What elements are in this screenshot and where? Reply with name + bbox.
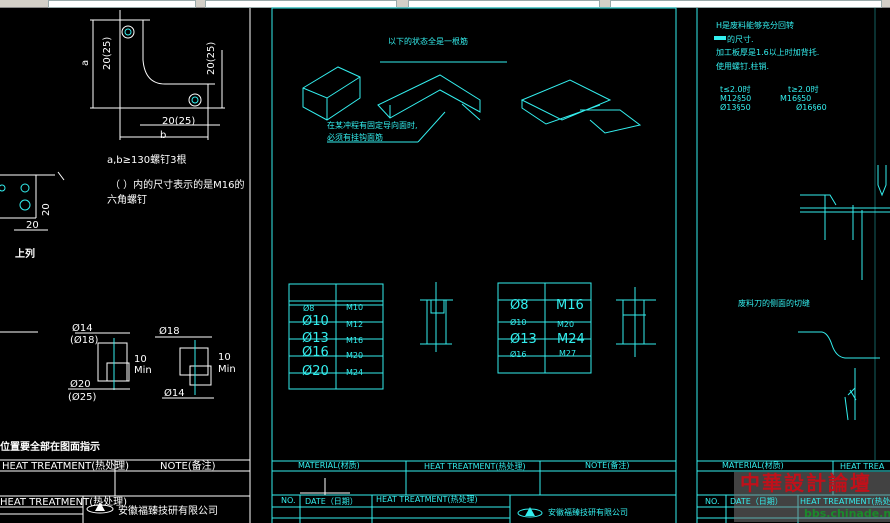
table-cell: M12 — [346, 320, 363, 329]
note-line: 加工板厚是1.6以上时加背托. — [716, 47, 819, 57]
hole2-depth: 10 — [218, 352, 231, 363]
hole1-top-dim: Ø14 — [72, 322, 93, 334]
company-logo-icon — [525, 507, 535, 516]
tb-material: MATERIAL(材质) — [298, 460, 360, 470]
note-line: 使用螺钉.柱销. — [716, 61, 769, 71]
tb-no: NO. — [705, 497, 720, 506]
table-cell: Ø13 — [510, 332, 537, 347]
tb-heat-treatment: HEAT TREATMENT(热处理) — [424, 461, 526, 471]
note-screws: a,b≥130螺钉3根 — [107, 153, 186, 166]
tb-heat-treatment-2: HEAT TREATMENT(热处理) — [376, 494, 478, 504]
table-cell: M20 — [557, 320, 574, 329]
tb-note: NOTE(备注) — [160, 459, 216, 472]
dim-a: a — [80, 60, 91, 66]
middle-sheet: 以下的状态全是一根筋 在某冲程有固定导向面时, 必须有挂钩面筋 Ø8 M10 Ø… — [271, 7, 677, 523]
caption: 废料刀的侧面的切缝 — [738, 298, 810, 308]
highlight-mark — [714, 36, 726, 40]
watermark: 中華設計論壇 bbs.chinade.net — [734, 472, 890, 522]
company-name: 安徽福臻技研有限公司 — [548, 507, 628, 517]
note-line: H是废料能够充分回转 — [716, 20, 794, 30]
note-parentheses: （ ）内的尺寸表示的是M16的 — [110, 178, 245, 191]
hole1-bottom-dim: Ø20 — [70, 378, 91, 390]
table-cell: Ø20 — [302, 364, 329, 379]
dim-label: 20(25) — [206, 42, 217, 75]
table-cell: M16 — [346, 336, 363, 345]
table-cell: Ø8 — [510, 298, 529, 313]
watermark-url: bbs.chinade.net — [804, 507, 890, 520]
watermark-title: 中華設計論壇 — [740, 471, 872, 495]
dim-label: 20(25) — [102, 37, 113, 70]
table-cell: Ø16 — [510, 349, 526, 359]
hole1-top-dim-alt: (Ø18) — [70, 334, 98, 346]
heading: 以下的状态全是一根筋 — [388, 36, 468, 46]
table-cell: M24 — [346, 368, 363, 377]
table-cell: Ø10 — [302, 314, 329, 329]
hole2-bottom-dim: Ø14 — [164, 387, 185, 399]
toolbar-field[interactable] — [48, 0, 196, 8]
spec: t≥2.0时 — [788, 84, 819, 94]
table-cell: M10 — [346, 303, 363, 312]
tb-no: NO. — [281, 496, 296, 505]
hole1-depth: 10 — [134, 354, 147, 365]
table-cell: M27 — [559, 349, 576, 358]
hole1-bottom-dim-alt: (Ø25) — [68, 391, 96, 403]
callout-text: 必须有挂钩面筋 — [327, 132, 383, 142]
label-top-row: 上列 — [15, 247, 35, 260]
callout-text: 在某冲程有固定导向面时, — [327, 120, 418, 130]
hole1-depth-min: Min — [134, 365, 152, 376]
tb-note: NOTE(备注) — [585, 460, 629, 470]
table-cell: Ø8 — [303, 303, 314, 313]
dim-label: 20(25) — [162, 116, 195, 127]
table-cell: M16 — [556, 298, 584, 313]
tb-date: DATE（日期） — [305, 497, 358, 506]
company-logo-icon — [95, 502, 105, 511]
table-cell: Ø13 — [302, 331, 329, 346]
spec: Ø13§50 — [720, 102, 751, 112]
table-cell: Ø10 — [510, 317, 526, 327]
spec: t≤2.0时 — [720, 84, 751, 94]
hole2-depth-min: Min — [218, 364, 236, 375]
tb-material: MATERIAL(材质) — [722, 460, 784, 470]
toolbar-field[interactable] — [610, 0, 882, 8]
spec: Ø16§60 — [796, 102, 827, 112]
table-cell: Ø16 — [302, 345, 329, 360]
company-name: 安徽福臻技研有限公司 — [118, 504, 218, 517]
left-sheet: a 20(25) 20(25) 20(25) b a,b≥130螺钉3根 （ ）… — [0, 8, 251, 523]
dim-label: 20 — [26, 220, 39, 231]
bolt-table-right: Ø8 M16 Ø10 M20 Ø13 M24 Ø16 M27 — [497, 282, 592, 374]
position-note: 位置要全部在图面指示 — [0, 440, 100, 453]
spec: M12§50 — [720, 94, 751, 103]
spec: M16§50 — [780, 94, 811, 103]
note-line: 的尺寸. — [727, 34, 754, 44]
table-cell: M24 — [557, 332, 585, 347]
table-cell: M20 — [346, 351, 363, 360]
hole2-top-dim: Ø18 — [159, 325, 180, 337]
right-sheet: H是废料能够充分回转 的尺寸. 加工板厚是1.6以上时加背托. 使用螺钉.柱销.… — [696, 8, 890, 523]
note-hex-screw: 六角螺钉 — [107, 194, 147, 206]
dim-label: 20 — [41, 203, 52, 216]
bolt-table-left: Ø8 M10 Ø10 M12 Ø13 M16 Ø16 M20 Ø20 M24 — [288, 283, 384, 390]
tb-heat-treatment: HEAT TREATMENT(热处理) — [2, 459, 129, 472]
dim-b: b — [160, 130, 166, 141]
